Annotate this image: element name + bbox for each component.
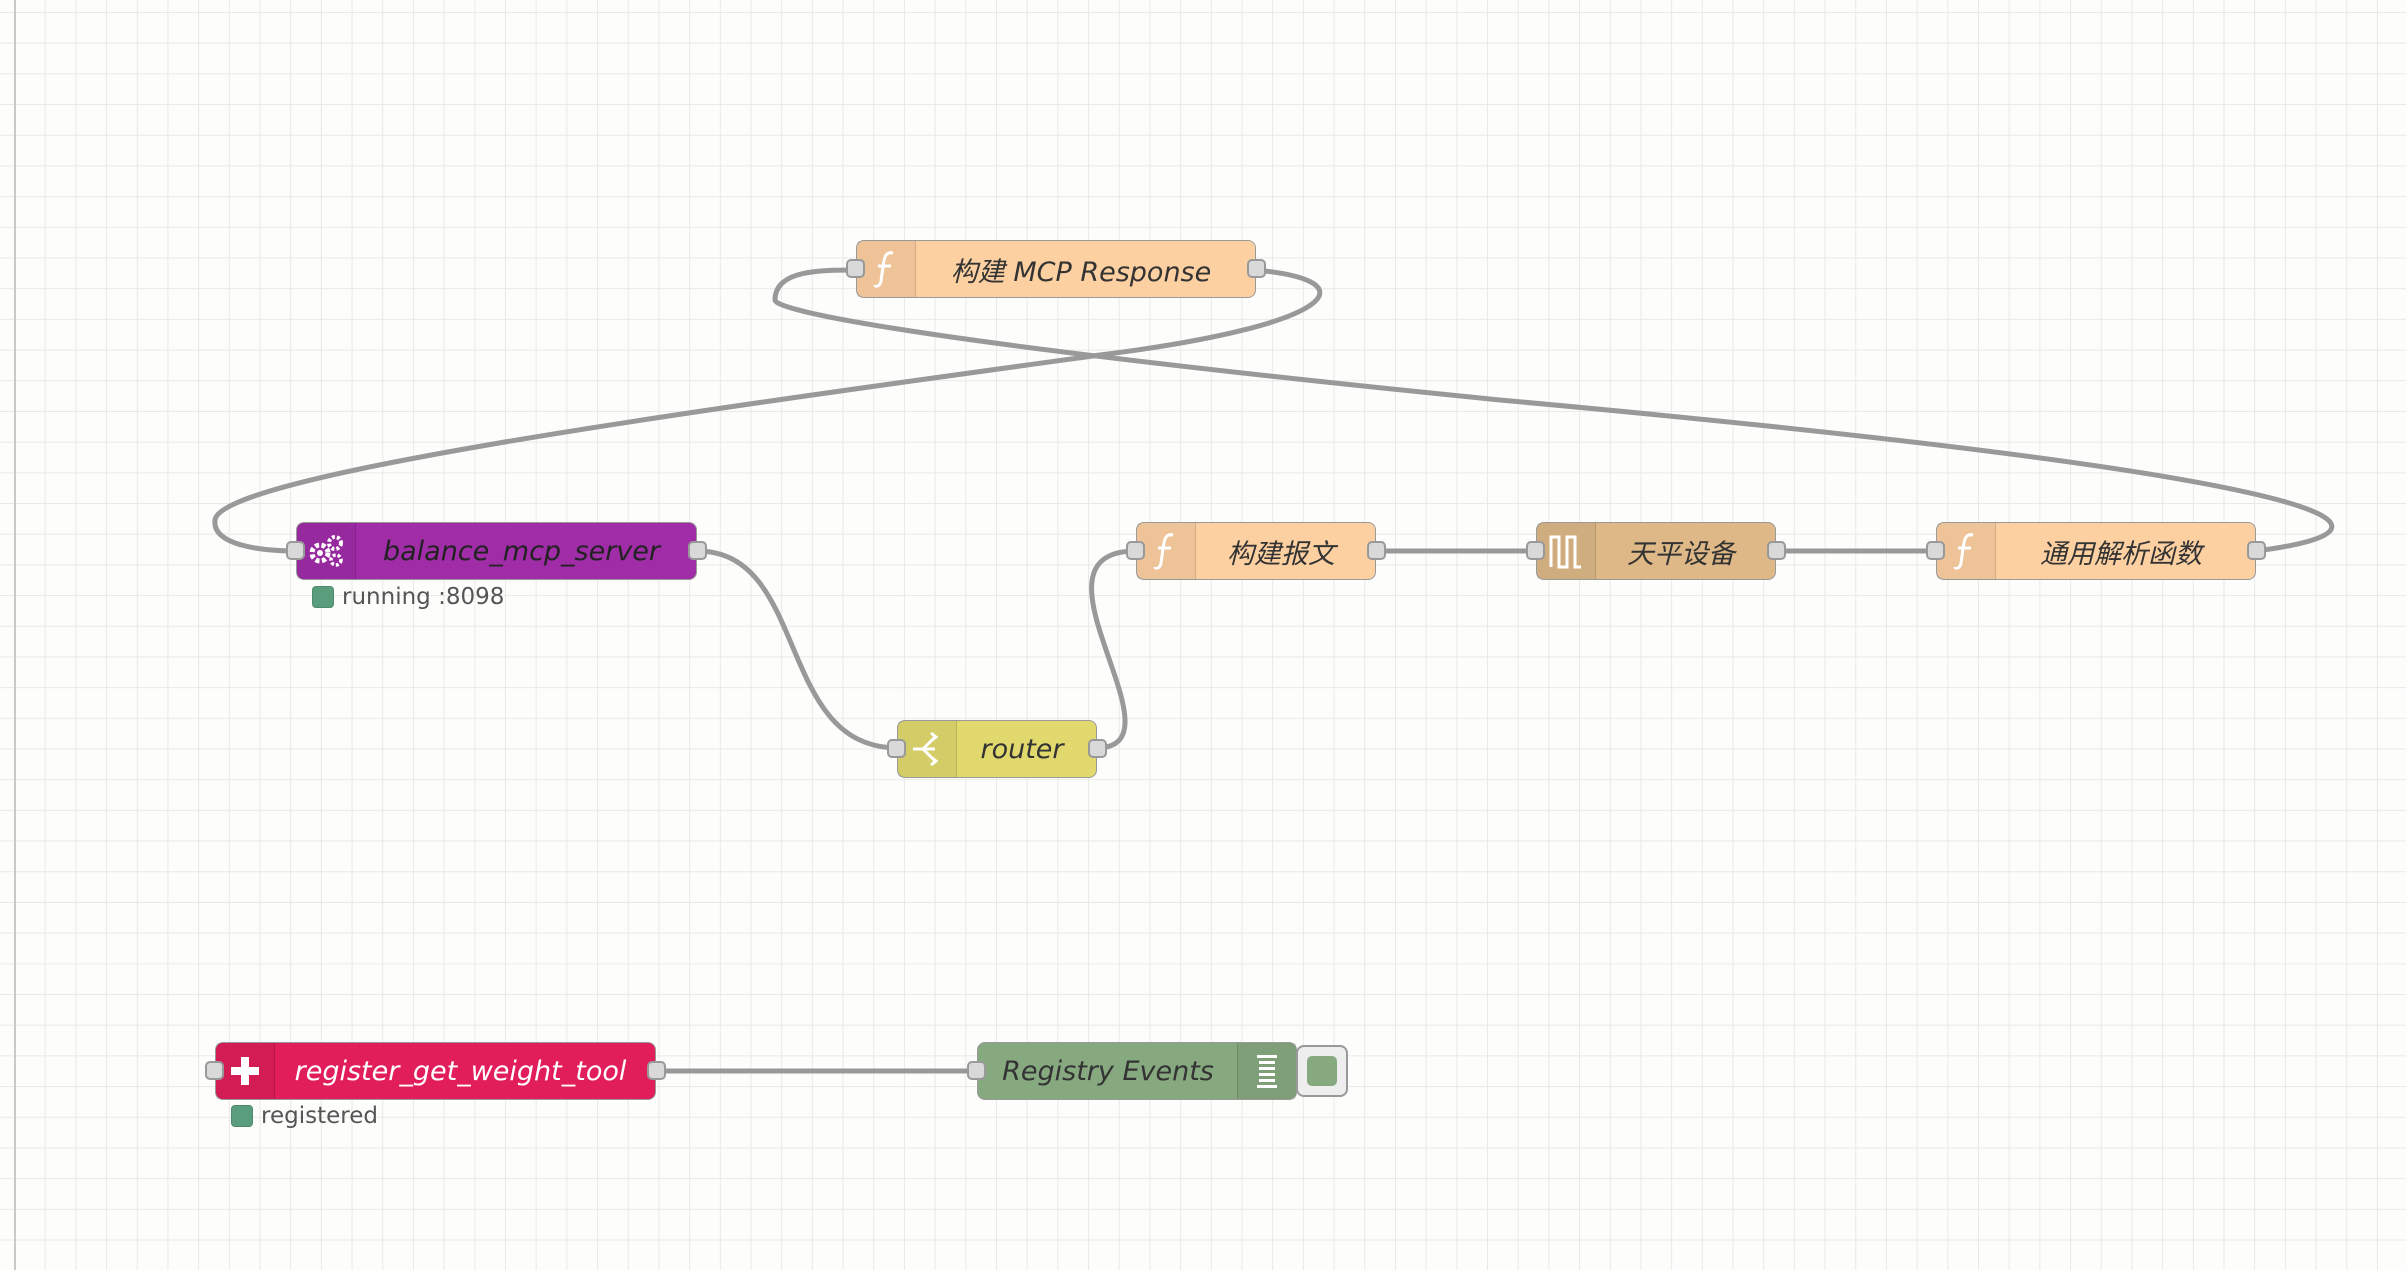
switch-icon: [898, 721, 957, 777]
plus-icon: [216, 1043, 275, 1099]
input-port[interactable]: [1926, 541, 1945, 560]
node-build-mcp-response[interactable]: 构建 MCP Response: [846, 240, 1266, 298]
input-port[interactable]: [1126, 541, 1145, 560]
server-status: running :8098: [312, 584, 504, 610]
status-text: running :8098: [342, 584, 505, 610]
output-port[interactable]: [1247, 259, 1266, 278]
node-label: router: [980, 733, 1064, 765]
node-scale-device[interactable]: 天平设备: [1526, 522, 1786, 580]
node-register-get-weight-tool[interactable]: register_get_weight_tool: [205, 1042, 666, 1100]
node-label: 通用解析函数: [2040, 538, 2202, 570]
node-label: 构建 MCP Response: [950, 256, 1212, 288]
input-port[interactable]: [846, 259, 865, 278]
debug-list-icon: [1237, 1043, 1296, 1099]
status-indicator: [312, 586, 334, 608]
debug-toggle-indicator: [1307, 1056, 1337, 1086]
serial-icon: [1537, 523, 1596, 579]
input-port[interactable]: [286, 541, 305, 560]
node-parse-function[interactable]: 通用解析函数: [1926, 522, 2266, 580]
wire-server-to-router[interactable]: [696, 548, 899, 751]
node-build-message[interactable]: 构建报文: [1126, 522, 1386, 580]
node-label: 构建报文: [1227, 538, 1335, 570]
function-icon: [1137, 523, 1196, 579]
output-port[interactable]: [1367, 541, 1386, 560]
status-text: registered: [261, 1103, 378, 1129]
node-label: Registry Events: [1002, 1055, 1214, 1087]
workspace-left-border: [14, 0, 16, 1270]
function-icon: [857, 241, 916, 297]
debug-toggle-button[interactable]: [1296, 1045, 1348, 1097]
input-port[interactable]: [967, 1061, 986, 1080]
output-port[interactable]: [1088, 739, 1107, 758]
node-label: register_get_weight_tool: [294, 1055, 627, 1087]
status-indicator: [231, 1105, 253, 1127]
input-port[interactable]: [1526, 541, 1545, 560]
register-status: registered: [231, 1103, 378, 1129]
node-label: balance_mcp_server: [382, 535, 661, 567]
wire-router-to-build-message[interactable]: [1089, 548, 1137, 751]
node-label: 天平设备: [1627, 538, 1735, 570]
output-port[interactable]: [2247, 541, 2266, 560]
output-port[interactable]: [1767, 541, 1786, 560]
function-icon: [1937, 523, 1996, 579]
gears-icon: [297, 523, 356, 579]
node-registry-events[interactable]: Registry Events: [967, 1042, 1297, 1100]
node-balance-mcp-server[interactable]: balance_mcp_server: [286, 522, 707, 580]
input-port[interactable]: [887, 739, 906, 758]
node-router[interactable]: router: [887, 720, 1107, 778]
output-port[interactable]: [647, 1061, 666, 1080]
output-port[interactable]: [688, 541, 707, 560]
wire-parse-to-build-response[interactable]: [772, 267, 2335, 554]
input-port[interactable]: [205, 1061, 224, 1080]
wire-build-response-to-server[interactable]: [212, 267, 1323, 554]
